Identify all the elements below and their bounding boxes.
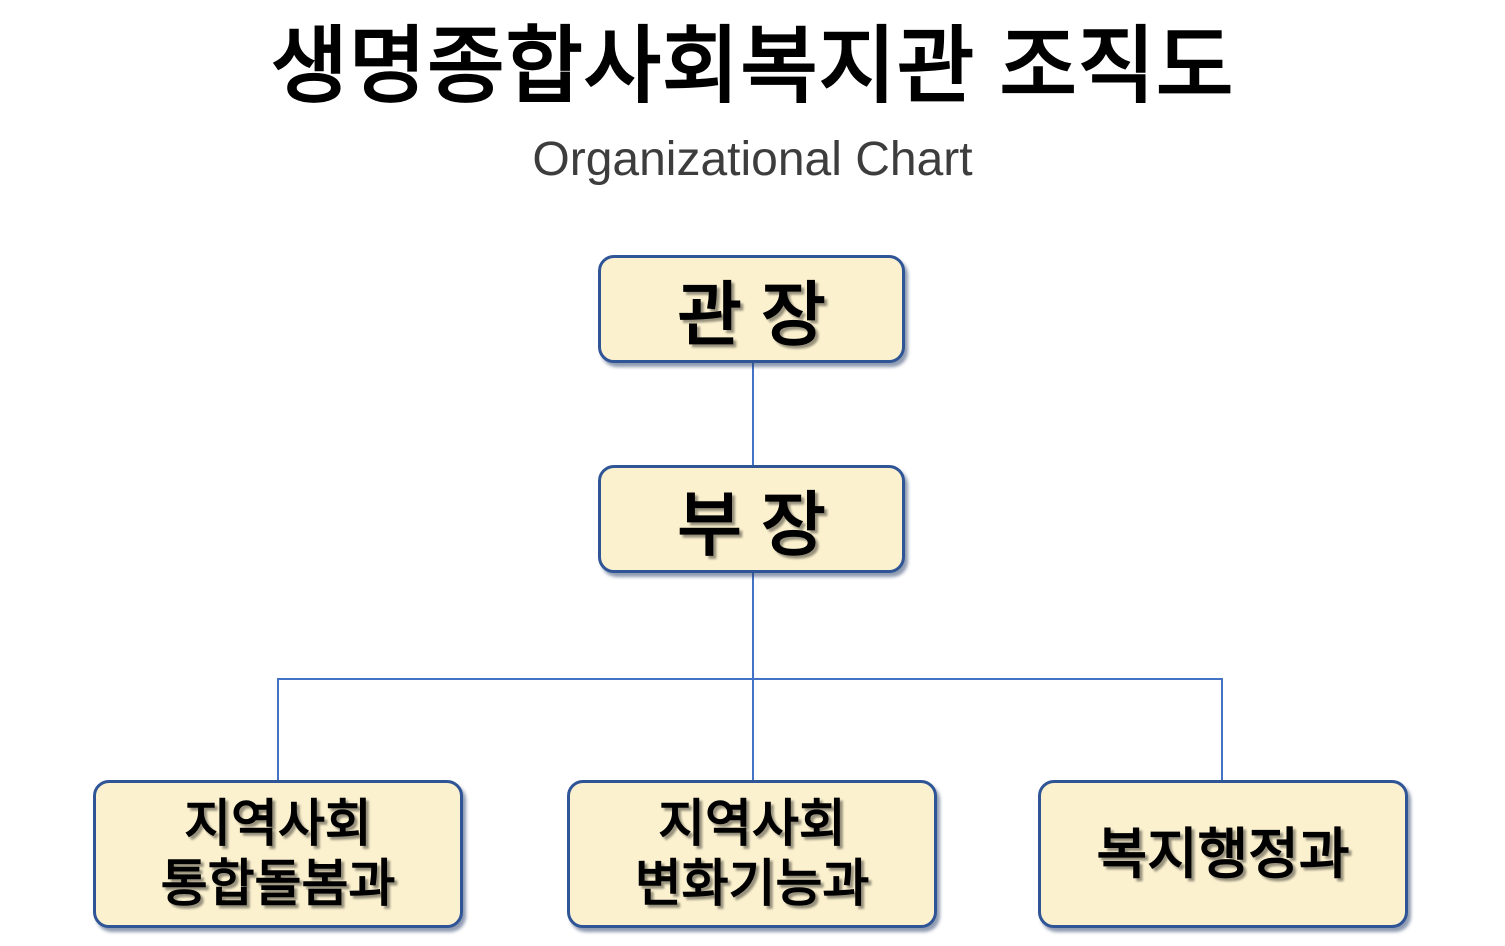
connector-drop-dept-1 — [277, 679, 279, 781]
connector-branch-horizontal — [277, 678, 1223, 680]
org-node-manager: 부 장 — [598, 465, 905, 573]
org-node-dept-welfare-administration: 복지행정과 — [1038, 780, 1408, 928]
connector-drop-dept-3 — [1221, 679, 1223, 781]
connector-director-to-manager — [752, 363, 754, 466]
page-title: 생명종합사회복지관 조직도 — [270, 19, 1235, 113]
connector-drop-dept-2 — [752, 679, 754, 781]
connector-manager-to-branch — [752, 573, 754, 679]
page-subtitle: Organizational Chart — [532, 133, 973, 186]
org-node-dept-community-integrated-care: 지역사회 통합돌봄과 — [93, 780, 463, 928]
org-node-director: 관 장 — [598, 255, 905, 363]
org-node-dept-community-change-function: 지역사회 변화기능과 — [567, 780, 937, 928]
